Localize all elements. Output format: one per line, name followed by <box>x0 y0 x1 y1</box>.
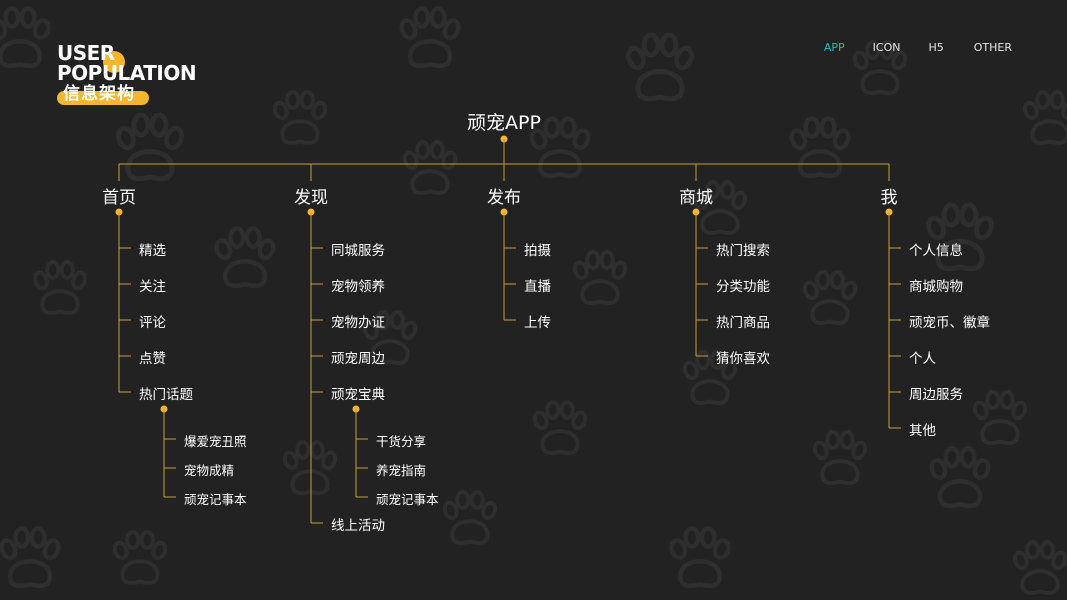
tree-item-label: 宠物办证 <box>331 315 385 331</box>
tree-item-label: 分类功能 <box>716 279 770 295</box>
tree-item-label: 猜你喜欢 <box>716 351 770 367</box>
tree-item-label: 同城服务 <box>331 243 385 259</box>
tree-item-label: 热门话题 <box>139 387 193 403</box>
tree-subitem-label: 干货分享 <box>376 434 427 449</box>
nav-tab-other[interactable]: OTHER <box>973 41 1012 54</box>
tree-item-label: 线上活动 <box>331 518 385 534</box>
category-label: 发现 <box>294 188 328 208</box>
brand-title-line2: POPULATION <box>57 61 197 85</box>
tree-item-label: 关注 <box>139 279 166 295</box>
tree-item-label: 个人 <box>909 351 936 367</box>
tree-item-label: 精选 <box>139 243 166 259</box>
tree-item-label: 顽宠币、徽章 <box>909 315 990 331</box>
nav-tab-h5[interactable]: H5 <box>928 41 944 54</box>
brand-title-line1: USER <box>57 41 115 65</box>
tree-subitem-label: 顽宠记事本 <box>376 492 439 507</box>
tree-subitem-label: 宠物成精 <box>184 463 235 478</box>
tree-item-label: 其他 <box>909 423 936 439</box>
tree-item-label: 点赞 <box>139 351 166 367</box>
top-nav: APP ICON H5 OTHER <box>824 41 1012 54</box>
tree-item-label: 顽宠宝典 <box>331 387 385 403</box>
tree-item-label: 商城购物 <box>909 279 963 295</box>
brand-subtitle-highlight <box>57 91 149 105</box>
tree-item-label: 拍摄 <box>524 243 551 259</box>
category-label: 发布 <box>487 188 521 208</box>
logo-accent-dot <box>103 51 125 73</box>
tree-item-label: 宠物领养 <box>331 279 385 295</box>
tree-subitem-label: 顽宠记事本 <box>184 492 247 507</box>
tree-item-label: 上传 <box>524 315 551 331</box>
nav-tab-app[interactable]: APP <box>823 41 845 54</box>
tree-item-label: 直播 <box>524 279 551 295</box>
nav-tab-icon[interactable]: ICON <box>872 41 901 54</box>
category-label: 我 <box>880 188 898 208</box>
tree-item-label: 热门搜索 <box>716 243 770 259</box>
tree-item-label: 评论 <box>139 315 166 331</box>
tree-subitem-label: 爆爱宠丑照 <box>184 434 247 449</box>
root-node-label: 顽宠APP <box>467 112 541 134</box>
tree-item-label: 个人信息 <box>909 243 963 259</box>
brand-logo: USER POPULATION 信息架构 <box>57 40 217 110</box>
brand-subtitle: 信息架构 <box>63 84 135 104</box>
category-label: 商城 <box>679 188 713 208</box>
tree-subitem-label: 养宠指南 <box>376 463 427 478</box>
tree-item-label: 顽宠周边 <box>331 351 385 367</box>
category-label: 首页 <box>102 188 136 208</box>
tree-item-label: 热门商品 <box>716 315 770 331</box>
tree-item-label: 周边服务 <box>909 387 963 403</box>
